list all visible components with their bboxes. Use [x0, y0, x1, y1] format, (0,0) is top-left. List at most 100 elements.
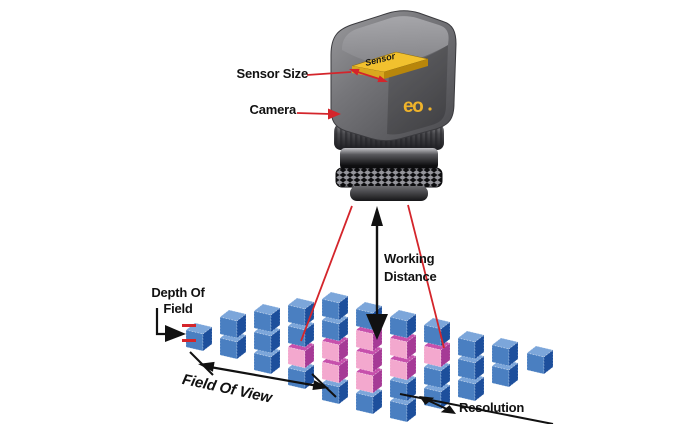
field-of-view-tick-left	[189, 351, 214, 376]
blue-cube-side-face	[543, 349, 554, 375]
blue-cube-side-face	[270, 349, 281, 375]
blue-cube-front-face	[321, 298, 340, 321]
blue-cube	[321, 291, 349, 321]
pink-cube-front-face	[389, 337, 408, 360]
field-of-view-arrowhead-right	[312, 380, 329, 390]
sensor-size-label: Sensor Size	[236, 66, 309, 81]
resolution-label: Resolution	[459, 400, 525, 415]
cube-field	[185, 291, 554, 423]
blue-cube-front-face	[287, 304, 306, 327]
camera-arrowhead	[328, 108, 341, 120]
pink-cube-front-face	[355, 329, 374, 352]
blue-cube-front-face	[219, 316, 238, 339]
blue-cube-side-face	[474, 376, 485, 402]
sensor-size-arrowhead-left	[349, 68, 360, 76]
eo-logo-text: eo	[403, 96, 423, 117]
blue-cube-side-face	[508, 362, 519, 388]
pink-cube	[355, 364, 383, 394]
camera-illustration: Sensor eo	[330, 10, 457, 201]
pink-cube-side-face	[440, 342, 451, 368]
blue-cube-side-face	[270, 307, 281, 333]
sensor-size-arrow-shaft	[355, 70, 382, 81]
blue-cube-side-face	[304, 301, 315, 327]
field-of-view-shaft	[209, 365, 319, 388]
blue-cube-front-face	[287, 325, 306, 348]
blue-cube	[287, 297, 315, 327]
depth-of-field-label-line1: Depth Of	[151, 285, 205, 300]
pink-cube-front-face	[423, 345, 442, 368]
eo-logo: eo	[403, 96, 432, 117]
blue-cube-side-face	[202, 326, 213, 352]
resolution-arrowhead-right	[440, 405, 456, 414]
pink-cube-side-face	[406, 334, 417, 360]
lens-bottom-ring	[350, 186, 428, 201]
pink-cube-side-face	[372, 347, 383, 373]
camera-label: Camera	[249, 102, 297, 117]
field-of-view-arrowhead-left	[198, 361, 215, 372]
convergence-line-right	[407, 204, 445, 349]
blue-cube-side-face	[440, 363, 451, 389]
working-distance-label-line1: Working	[384, 251, 435, 266]
blue-cube	[185, 322, 213, 352]
callout-connectors	[296, 68, 388, 120]
depth-of-field-label-line2: Field	[163, 301, 193, 316]
depth-of-field-lower-dash	[182, 339, 196, 342]
depth-of-field-pointer	[155, 308, 196, 342]
blue-cube	[287, 318, 315, 348]
pink-cube-front-face	[389, 358, 408, 381]
sensor-plate-front	[352, 66, 384, 79]
blue-cube-front-face	[457, 337, 476, 360]
working-distance-arrowhead-down	[366, 314, 388, 340]
blue-cube-front-face	[423, 324, 442, 347]
blue-cube-side-face	[474, 355, 485, 381]
blue-cube-front-face	[491, 365, 510, 388]
blue-cube-front-face	[389, 316, 408, 339]
measurement-overlays	[155, 204, 554, 424]
blue-cube-front-face	[253, 352, 272, 375]
blue-cube-side-face	[338, 379, 349, 405]
blue-cube	[526, 345, 554, 375]
pink-cube-front-face	[321, 340, 340, 363]
blue-cube-side-face	[474, 334, 485, 360]
blue-cube-side-face	[270, 328, 281, 354]
blue-cube-side-face	[304, 322, 315, 348]
blue-cube-front-face	[491, 344, 510, 367]
blue-cube-front-face	[253, 331, 272, 354]
camera-connector-line	[296, 112, 332, 115]
blue-cube-front-face	[457, 358, 476, 381]
lens-barrel	[340, 148, 438, 170]
eo-logo-dot	[428, 107, 432, 111]
lens-knurled-ring	[335, 167, 443, 188]
blue-cube-front-face	[355, 392, 374, 415]
camera-body-top-face	[342, 16, 449, 66]
working-distance-arrow	[366, 206, 388, 340]
blue-cube	[491, 337, 519, 367]
blue-cube	[389, 309, 417, 339]
blue-cube-front-face	[457, 379, 476, 402]
pink-cube-front-face	[287, 346, 306, 369]
pink-cube	[423, 338, 451, 368]
blue-cube-side-face	[236, 334, 247, 360]
blue-cube	[253, 303, 281, 333]
blue-cube	[457, 330, 485, 360]
blue-cube-side-face	[338, 295, 349, 321]
resolution-arrowhead-left	[419, 396, 435, 405]
pink-cube-side-face	[372, 368, 383, 394]
blue-cube-side-face	[372, 389, 383, 415]
blue-cube-side-face	[406, 313, 417, 339]
blue-cube-front-face	[321, 319, 340, 342]
pink-cube-side-face	[304, 343, 315, 369]
blue-cube-front-face	[253, 310, 272, 333]
blue-cube-side-face	[508, 341, 519, 367]
working-distance-arrowhead-up	[371, 206, 383, 226]
blue-cube-front-face	[526, 352, 545, 375]
depth-of-field-label: Depth Of Field	[150, 285, 206, 317]
blue-cube-front-face	[389, 379, 408, 402]
resolution-arrow	[399, 393, 554, 424]
working-distance-label-line2: Distance	[384, 269, 437, 284]
pink-cube-front-face	[355, 350, 374, 373]
blue-cube-side-face	[406, 397, 417, 423]
pink-cube-front-face	[355, 371, 374, 394]
